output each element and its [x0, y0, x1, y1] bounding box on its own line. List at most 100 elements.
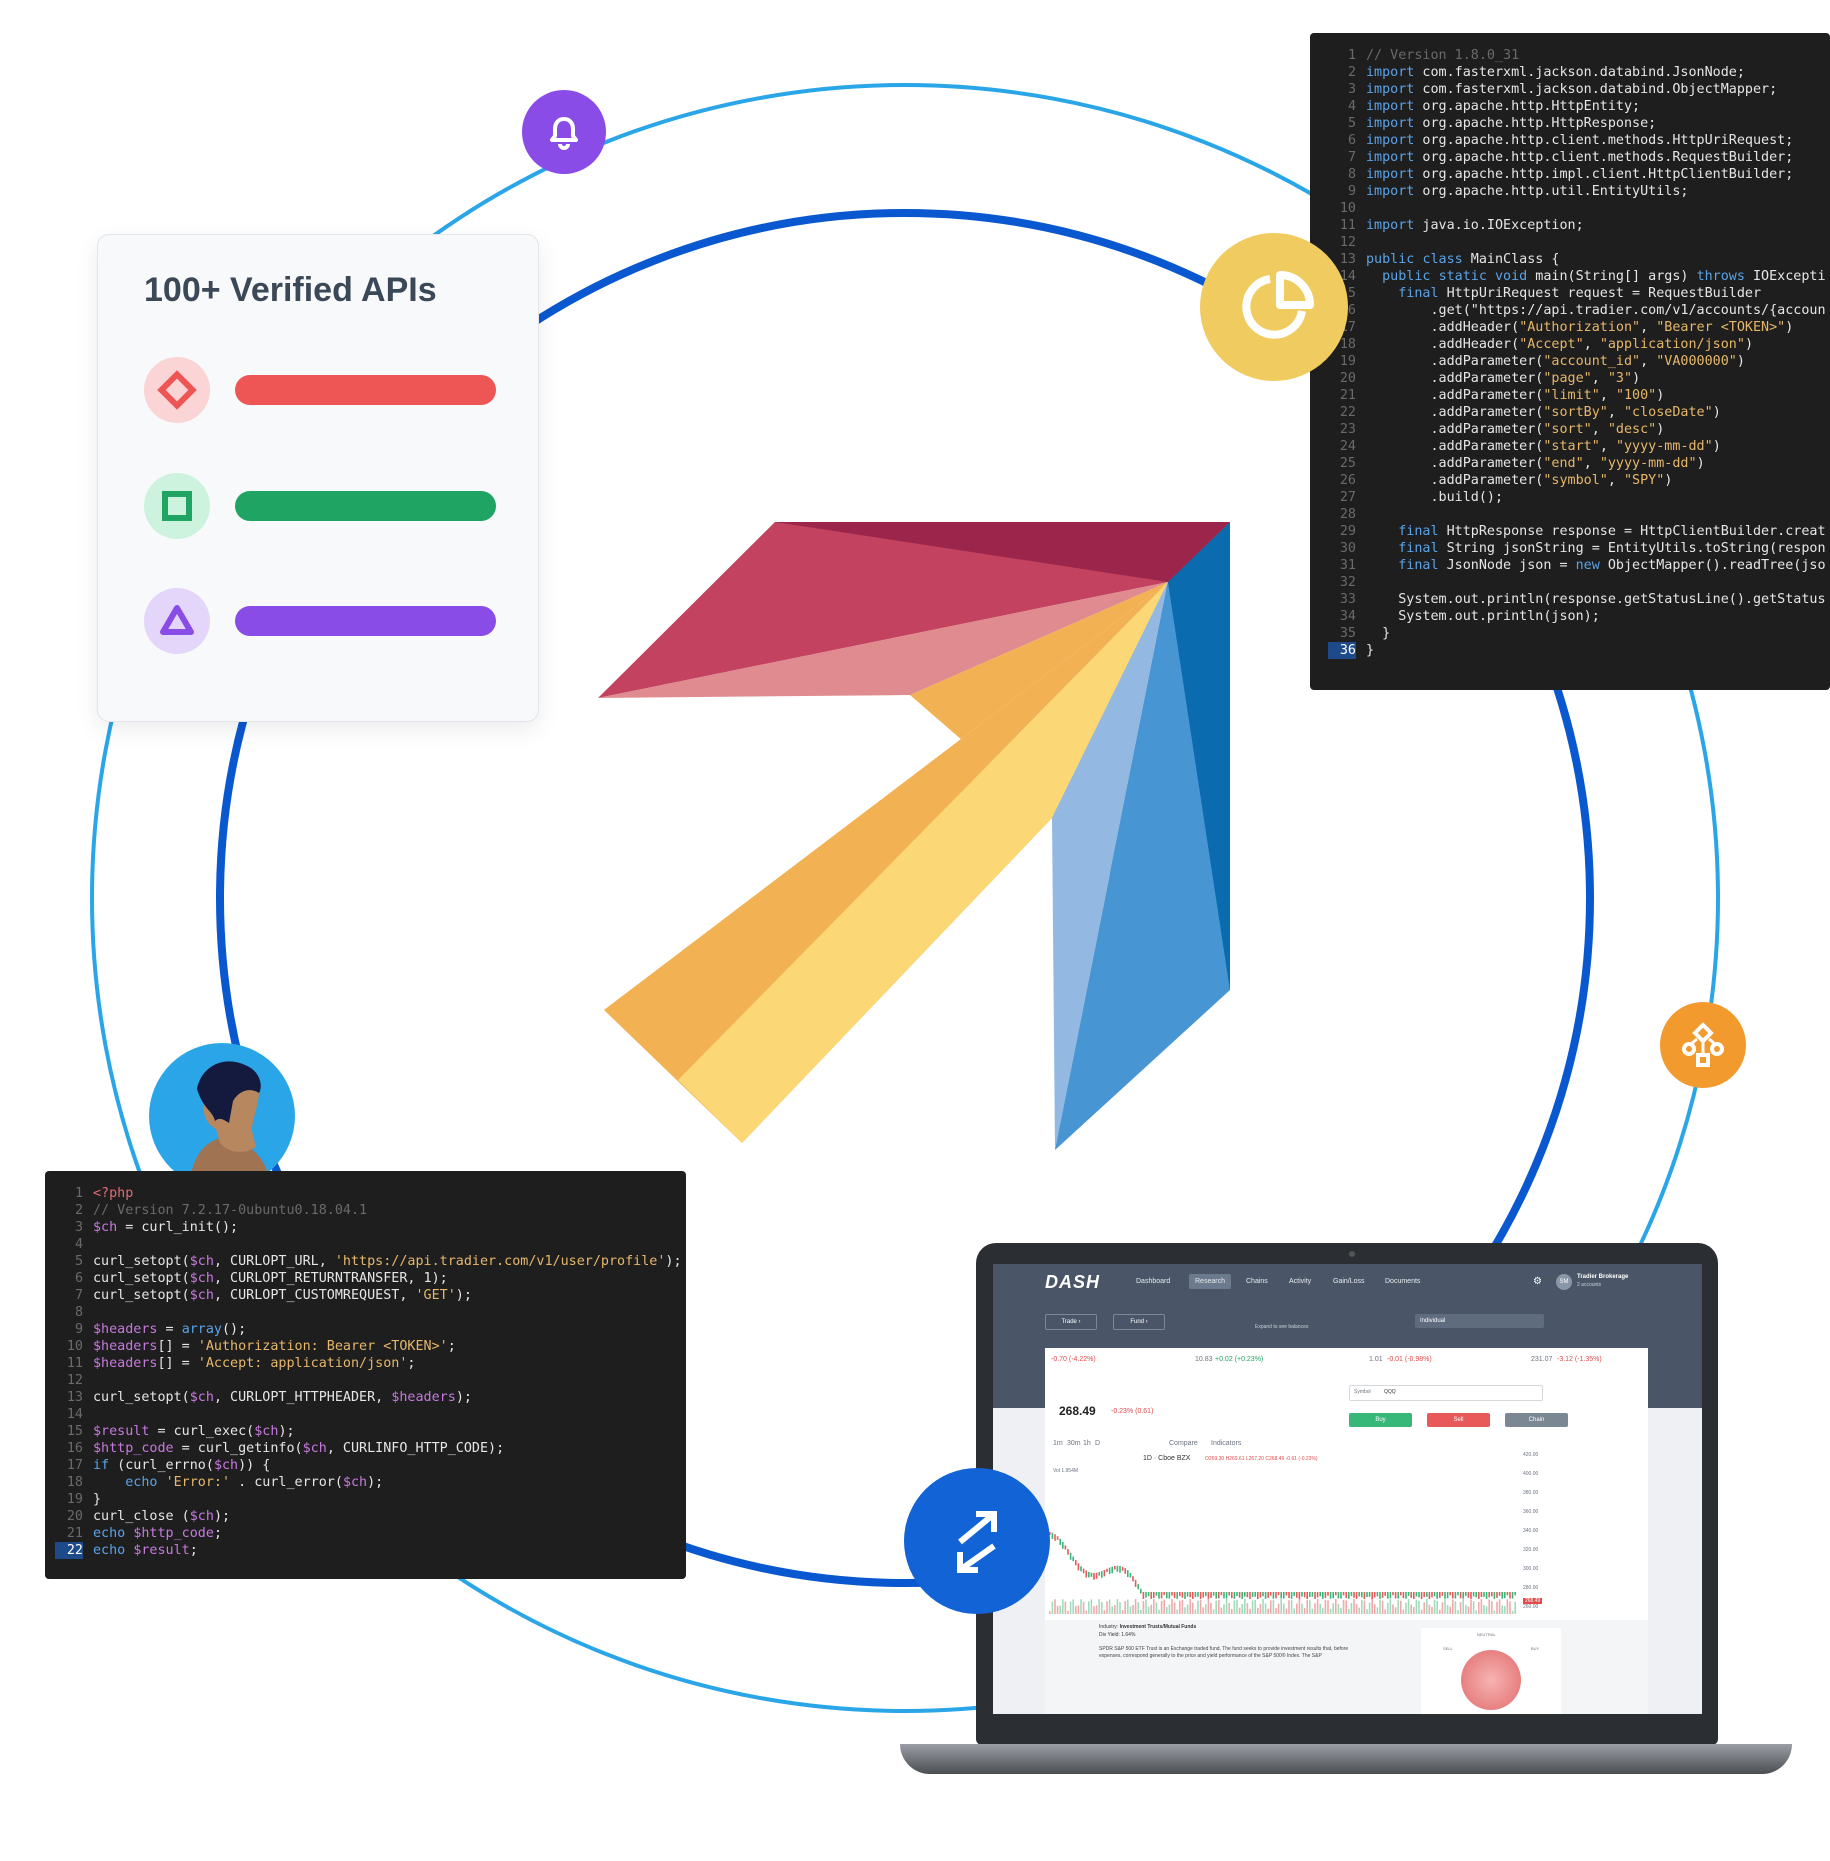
candle [1093, 1572, 1095, 1580]
nav-documents[interactable]: Documents [1385, 1278, 1421, 1285]
symbol-search[interactable]: Symbol QQQ [1349, 1385, 1543, 1401]
candle [1051, 1532, 1054, 1540]
code-line: import org.apache.http.HttpEntity; [1366, 99, 1641, 114]
code-line: $headers = array(); [93, 1322, 247, 1337]
volume-bar [1189, 1599, 1191, 1614]
code-line: } [1366, 643, 1375, 658]
volume-bar [1098, 1599, 1100, 1614]
line-number: 4 [74, 1237, 83, 1252]
indicators-button[interactable]: Indicators [1211, 1440, 1242, 1447]
line-number: 7 [1347, 150, 1356, 165]
line-number: 6 [74, 1271, 83, 1286]
volume-bar [1119, 1602, 1121, 1614]
code-line: $http_code = curl_getinfo($ch, CURLINFO_… [93, 1441, 505, 1456]
volume-bar [1231, 1608, 1233, 1614]
gauge-label: BUY [1531, 1646, 1540, 1651]
line-number: 2 [74, 1203, 83, 1218]
ticker-change: -0.70 (-4.22%) [1051, 1356, 1096, 1363]
volume-bar [1267, 1608, 1269, 1614]
candle [1158, 1592, 1160, 1599]
line-number: 34 [1339, 609, 1356, 624]
volume-bar [1069, 1601, 1072, 1614]
volume-bar [1340, 1607, 1342, 1614]
volume-bar [1114, 1605, 1116, 1614]
line-number: 9 [1347, 184, 1356, 199]
nav-chains[interactable]: Chains [1246, 1278, 1268, 1285]
code-line: $ch = curl_init(); [93, 1220, 239, 1235]
volume-bar [1439, 1609, 1441, 1614]
volume-bar [1407, 1599, 1410, 1614]
candle [1345, 1592, 1347, 1599]
volume-bar [1077, 1605, 1080, 1614]
candle [1285, 1592, 1288, 1596]
api-list-item [144, 473, 504, 539]
volume-bar [1298, 1599, 1301, 1614]
fund-button[interactable]: Fund › [1113, 1314, 1165, 1330]
candle [1082, 1568, 1085, 1574]
candle [1467, 1592, 1470, 1598]
volume-bar [1410, 1604, 1412, 1614]
buy-button[interactable]: Buy [1349, 1413, 1412, 1427]
candle [1475, 1592, 1477, 1598]
volume-bar [1244, 1599, 1246, 1614]
candle [1111, 1566, 1113, 1574]
volume-bar [1160, 1600, 1163, 1614]
chain-button[interactable]: Chain [1505, 1413, 1568, 1427]
code-line: import java.io.IOException; [1366, 218, 1584, 233]
line-number: 22 [55, 1542, 83, 1559]
candle [1350, 1592, 1353, 1596]
volume-bar [1381, 1600, 1384, 1614]
line-number: 26 [1339, 473, 1356, 488]
code-line: final JsonNode json = new ObjectMapper()… [1398, 558, 1826, 573]
volume-bar [1441, 1602, 1444, 1614]
candle [1101, 1571, 1103, 1578]
candle [1205, 1592, 1207, 1597]
code-line: .addParameter("symbol", "SPY") [1366, 473, 1673, 488]
volume-bar [1384, 1609, 1386, 1614]
line-number: 21 [66, 1526, 83, 1541]
industry-label: Industry: Investment Trusts/Mutual Funds [1099, 1624, 1196, 1630]
nav-dashboard[interactable]: Dashboard [1136, 1278, 1171, 1285]
code-line: curl_setopt($ch, CURLOPT_CUSTOMREQUEST, … [93, 1288, 472, 1303]
account-select[interactable]: Individual [1415, 1314, 1544, 1328]
candle [1202, 1592, 1204, 1598]
volume-bar [1134, 1599, 1137, 1614]
candle [1080, 1566, 1082, 1572]
ticker-change: -3.12 (-1.35%) [1557, 1356, 1602, 1363]
volume-bar [1103, 1610, 1106, 1614]
nav-activity[interactable]: Activity [1289, 1278, 1312, 1285]
candle [1218, 1592, 1220, 1599]
chart-tab[interactable]: 1m [1053, 1440, 1063, 1447]
volume-bar [1072, 1599, 1074, 1614]
code-line: .addParameter("end", "yyyy-mm-dd") [1366, 456, 1705, 471]
chart-tab[interactable]: 30m [1067, 1440, 1081, 1447]
sell-button[interactable]: Sell [1427, 1413, 1490, 1427]
candle [1259, 1592, 1262, 1598]
code-line: .get("https://api.tradier.com/v1/account… [1366, 303, 1826, 318]
price-axis-tick: 400.00 [1523, 1471, 1539, 1477]
line-number: 8 [1347, 167, 1356, 182]
candle [1418, 1592, 1420, 1598]
candle [1387, 1592, 1389, 1599]
gear-icon[interactable]: ⚙ [1533, 1276, 1542, 1287]
candle [1090, 1572, 1093, 1577]
trade-button[interactable]: Trade › [1045, 1314, 1097, 1330]
expand-balances[interactable]: Expand to see balances [1255, 1324, 1309, 1330]
volume-bar [1324, 1600, 1327, 1614]
chart-tab[interactable]: D [1095, 1440, 1101, 1447]
chart-tab[interactable]: 1h [1083, 1440, 1091, 1447]
account-avatar[interactable]: SM [1556, 1274, 1572, 1290]
line-number: 11 [1339, 218, 1356, 233]
candle [1192, 1592, 1194, 1599]
candle [1127, 1570, 1129, 1578]
price-axis-tick: 260.00 [1523, 1604, 1539, 1610]
diamond-icon [144, 357, 210, 423]
nav-research[interactable]: Research [1189, 1274, 1231, 1289]
nav-gain-loss[interactable]: Gain/Loss [1333, 1278, 1365, 1285]
candle [1254, 1592, 1256, 1597]
volume-bar [1374, 1604, 1376, 1614]
volume-bar [1514, 1601, 1516, 1614]
candle [1309, 1592, 1311, 1598]
compare-button[interactable]: Compare [1169, 1440, 1198, 1447]
